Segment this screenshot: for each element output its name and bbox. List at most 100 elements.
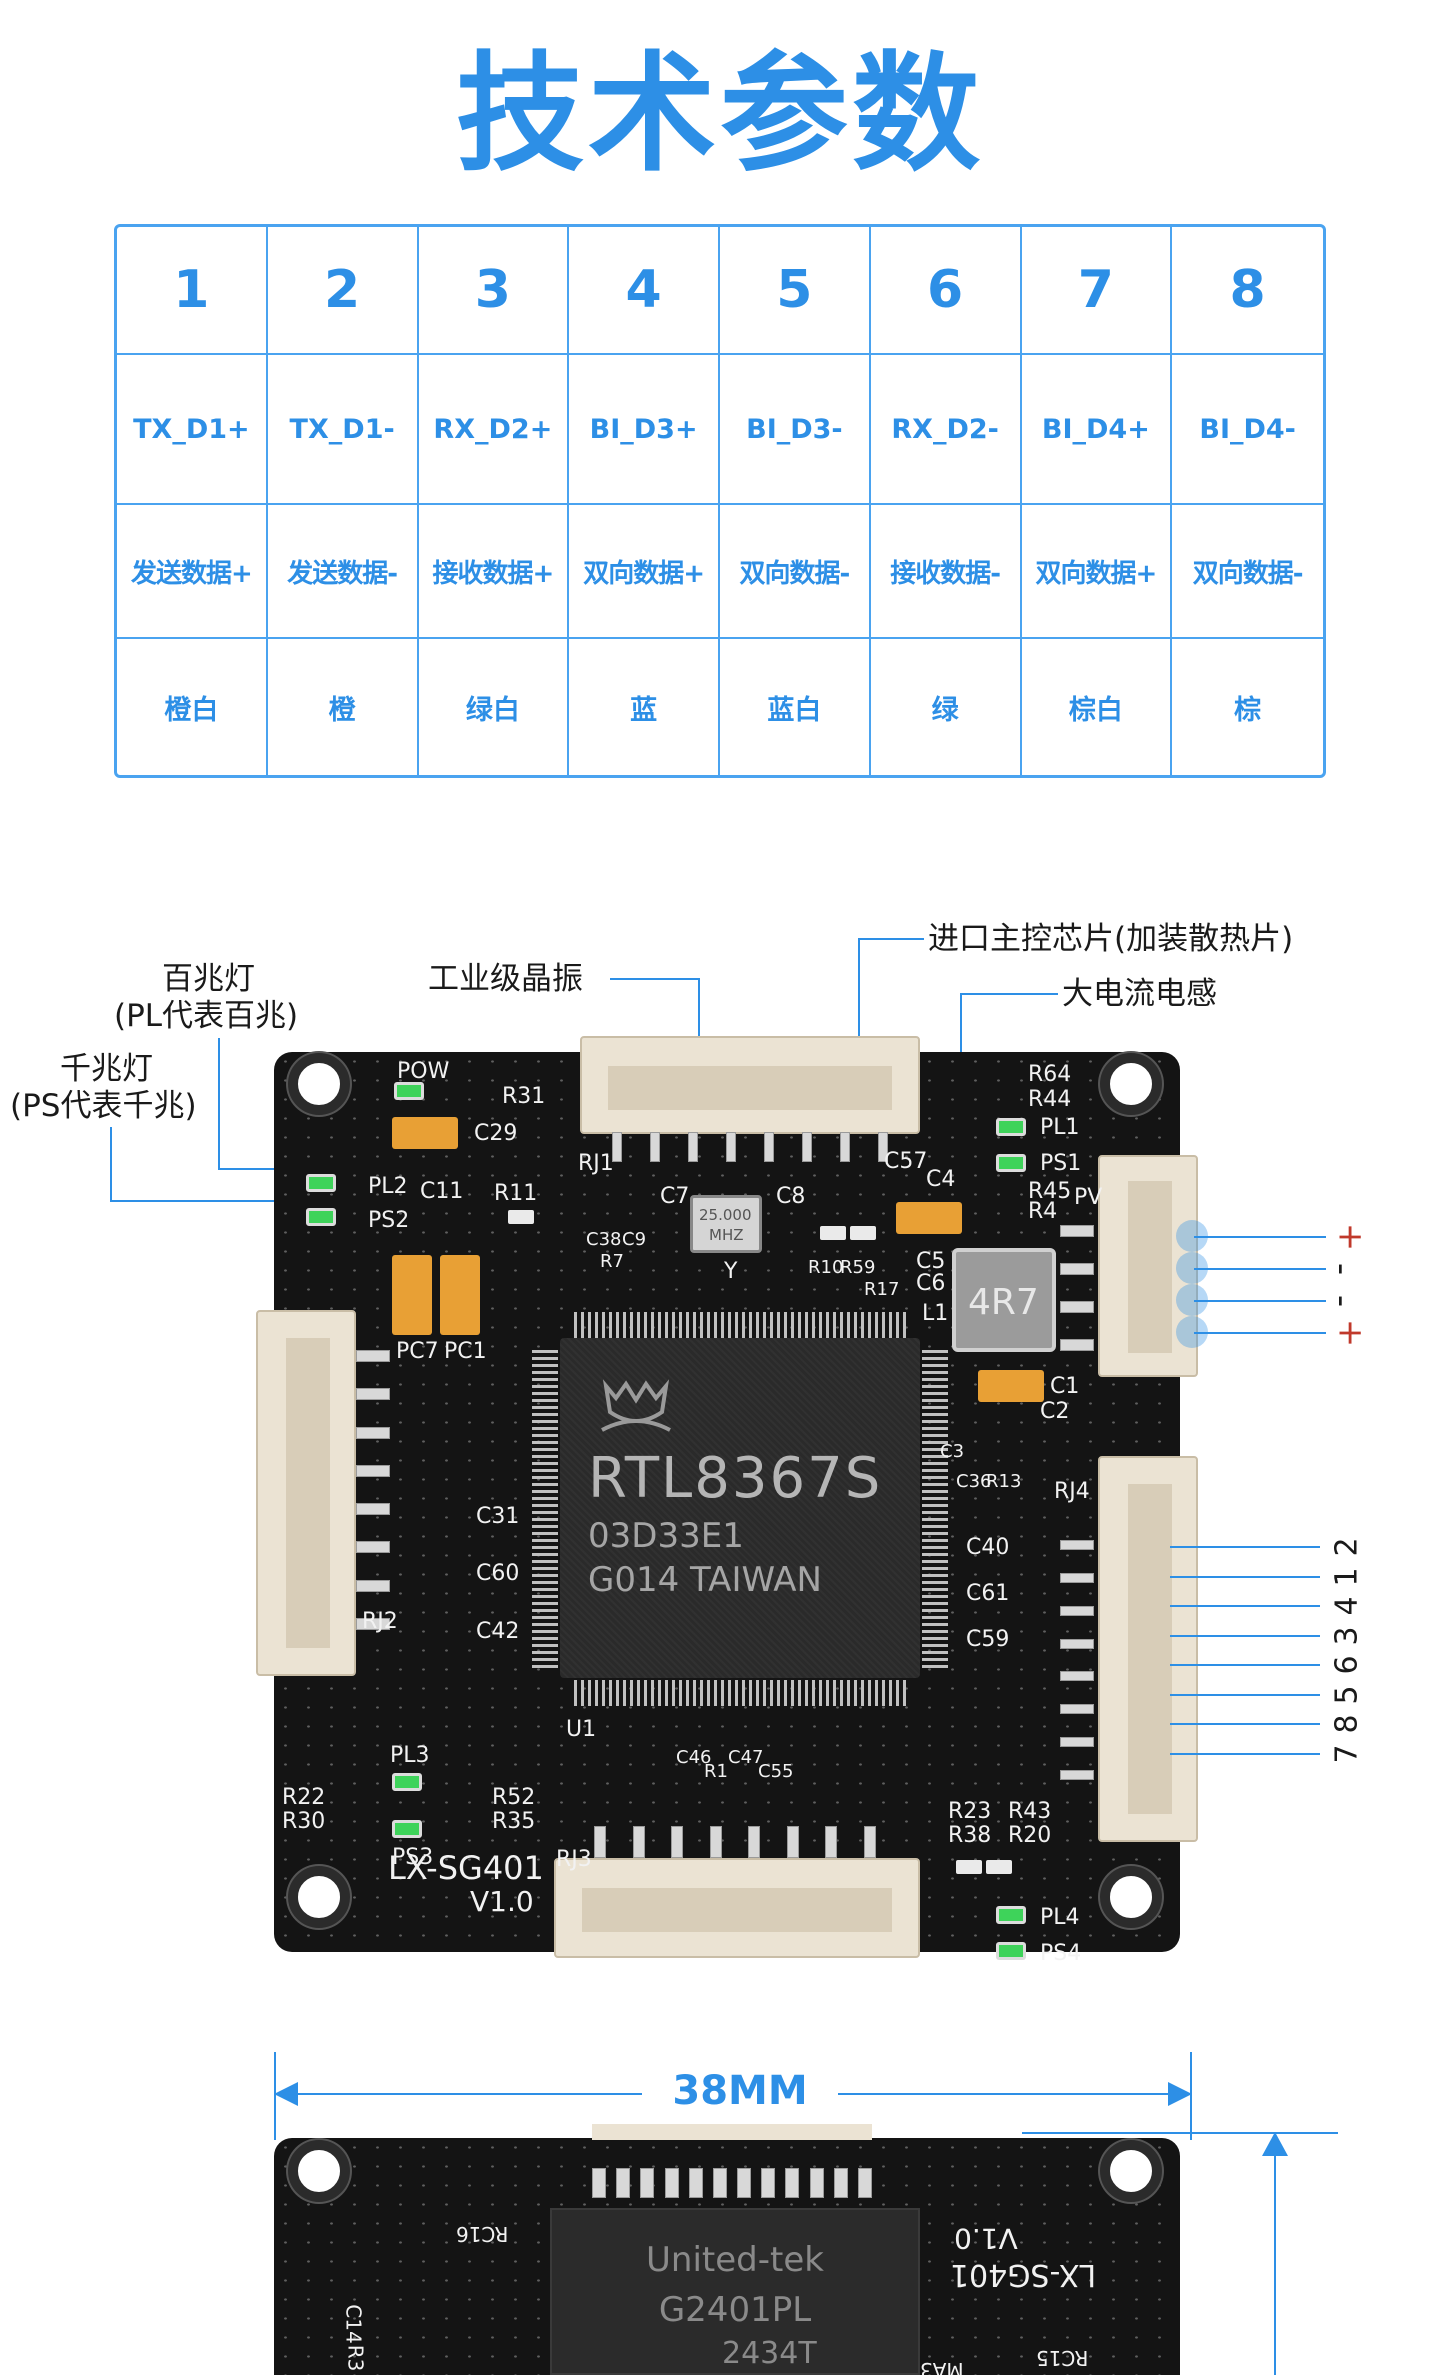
- mounting-hole: [288, 2140, 350, 2202]
- led-pl4: [996, 1906, 1026, 1924]
- signal-name: TX_D1-: [267, 355, 419, 505]
- silk-label: C4: [926, 1167, 956, 1192]
- power-line: [1194, 1332, 1326, 1334]
- signal-description: 双向数据-: [720, 505, 871, 639]
- silk-label: C6: [916, 1271, 946, 1296]
- callout-crystal: 工业级晶振: [428, 961, 583, 997]
- resistor: [508, 1210, 534, 1224]
- led-pl2: [306, 1174, 336, 1192]
- silk-label: PS2: [368, 1208, 410, 1233]
- led-pl1: [996, 1118, 1026, 1136]
- silk-label: R43: [1008, 1799, 1052, 1824]
- silk-label: R10: [808, 1257, 844, 1278]
- rj4-pin-line: [1170, 1723, 1320, 1725]
- chip-pins-left: [532, 1350, 558, 1668]
- silk-label: RJ4: [1054, 1479, 1090, 1504]
- resistor: [986, 1860, 1012, 1874]
- signal-description: 接收数据-: [870, 505, 1022, 639]
- power-line: [1194, 1268, 1326, 1270]
- silk-label: C1: [1050, 1374, 1080, 1399]
- signal-name: RX_D2+: [418, 355, 570, 505]
- silk-label: RC16: [456, 2222, 509, 2246]
- silk-label: C47: [728, 1747, 764, 1768]
- board-version-mirror: V1.0: [954, 2222, 1018, 2255]
- mounting-hole: [288, 1866, 350, 1928]
- transformer-pins: [592, 2168, 872, 2198]
- silk-label: C42: [476, 1619, 520, 1644]
- signal-name: BI_D3-: [720, 355, 871, 505]
- power-pin-label: -: [1322, 1294, 1363, 1308]
- chip-pins-right: [922, 1350, 948, 1668]
- power-line: [1194, 1300, 1326, 1302]
- connector-pins: [594, 1826, 876, 1858]
- rj4-pin-label: 7: [1329, 1743, 1365, 1764]
- rj4-pin-line: [1170, 1634, 1320, 1637]
- silk-label: R44: [1028, 1087, 1072, 1112]
- callout-led-1000m: 千兆灯: [60, 1051, 153, 1087]
- rj4-pin-label: 8: [1329, 1714, 1365, 1734]
- capacitor-pc7: [392, 1255, 432, 1335]
- resistor: [956, 1860, 982, 1874]
- rj4-pin-line: [1170, 1693, 1320, 1696]
- signal-description: 发送数据+: [117, 505, 268, 639]
- inductor-value: 4R7: [968, 1282, 1039, 1323]
- silk-label: R52: [492, 1785, 536, 1810]
- mounting-hole: [1100, 1866, 1162, 1928]
- rj4-pin-line: [1170, 1575, 1320, 1578]
- leader-line: [110, 1200, 318, 1202]
- callout-inductor: 大电流电感: [1062, 976, 1217, 1012]
- signal-name: TX_D1+: [117, 355, 268, 505]
- chip-brand: RTL8367S: [588, 1446, 883, 1511]
- transformer-code: 2434T: [722, 2336, 817, 2371]
- arrow-right-icon: [1168, 2082, 1192, 2106]
- silk-label: U1: [566, 1717, 597, 1742]
- silk-label: R23: [948, 1799, 992, 1824]
- silk-label: R64: [1028, 1062, 1072, 1087]
- transformer-model: G2401PL: [658, 2290, 812, 2330]
- board-model: LX-SG401: [388, 1849, 544, 1887]
- silk-label: R31: [502, 1084, 546, 1109]
- leader-line: [218, 1168, 318, 1170]
- crystal-unit: MHZ: [709, 1226, 744, 1244]
- silk-label: PL3: [390, 1743, 430, 1768]
- silk-label: C7: [660, 1184, 690, 1209]
- connector-pins: [1060, 1540, 1094, 1780]
- leader-line: [960, 993, 1058, 995]
- rj4-pin-line: [1170, 1664, 1320, 1666]
- chip-pins-bottom: [574, 1680, 908, 1706]
- led-ps1: [996, 1154, 1026, 1172]
- pin-number: 7: [1021, 227, 1173, 355]
- rj4-pin-line: [1170, 1605, 1320, 1607]
- silk-label: C38: [586, 1229, 622, 1250]
- connector-rj2: [256, 1310, 356, 1676]
- capacitor-pc1: [440, 1255, 480, 1335]
- silk-label: L1: [922, 1301, 949, 1326]
- power-pin-label: -: [1322, 1262, 1363, 1276]
- wire-color: 蓝白: [720, 639, 871, 775]
- pin-number: 4: [569, 227, 720, 355]
- silk-label: C2: [1040, 1399, 1070, 1424]
- signal-name: BI_D3+: [569, 355, 720, 505]
- silk-label: C36: [956, 1471, 992, 1492]
- wire-color: 棕白: [1022, 639, 1173, 775]
- silk-label: PL1: [1040, 1115, 1080, 1140]
- dimension-line: [1022, 2132, 1338, 2134]
- silk-label: PL2: [368, 1174, 408, 1199]
- silk-label: C14: [341, 2304, 366, 2344]
- silk-label: PS4: [1040, 1941, 1082, 1966]
- silk-label: C40: [966, 1535, 1010, 1560]
- leader-line: [110, 1127, 112, 1201]
- mounting-hole: [1100, 1053, 1162, 1115]
- pin-number: 8: [1172, 227, 1323, 355]
- signal-name: RX_D2-: [870, 355, 1022, 505]
- capacitor-c1: [978, 1370, 1044, 1402]
- connector-edge: [592, 2124, 872, 2140]
- silk-label: R13: [986, 1471, 1022, 1492]
- pin-number: 5: [720, 227, 871, 355]
- rj4-pin-label: 6: [1329, 1655, 1365, 1675]
- resistor: [820, 1226, 846, 1240]
- leader-line: [610, 978, 700, 980]
- silk-label: R35: [492, 1809, 536, 1834]
- silk-label: C3: [940, 1441, 965, 1462]
